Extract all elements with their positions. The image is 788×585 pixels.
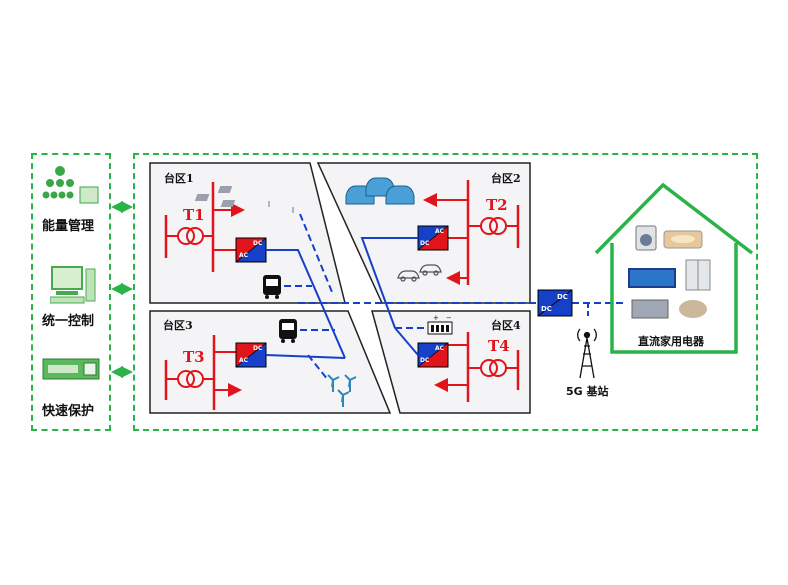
5g-tower-icon [577,328,597,379]
computer-icon [49,265,96,305]
converter-3 [235,342,267,368]
zone-1-label: 台区1 [164,172,194,185]
transformer-t3-label: T3 [183,348,205,366]
control-panel-frame [31,153,111,431]
converter-1 [235,237,267,263]
svg-text:−: − [446,314,452,322]
hub-dc-top: DC [557,293,568,301]
system-frame [133,153,758,431]
zone-4-label: 台区4 [491,319,521,332]
zone-3-label: 台区3 [163,319,193,332]
zone-2-label: 台区2 [491,172,521,185]
zone-3-panel [149,310,392,414]
converter-3-dc: DC [253,345,263,352]
converter-1-ac: AC [239,252,249,259]
converter-2-dc: DC [420,240,430,247]
transformer-t1-label: T1 [183,206,205,224]
house-icon [594,182,754,354]
converter-4-dc: DC [420,357,430,364]
cars-icon [345,177,415,205]
control-label-energy: 能量管理 [42,219,95,234]
converter-4-ac: AC [435,345,445,352]
house-label: 直流家用电器 [638,335,704,348]
bus-icon-zone-3 [279,319,297,343]
converter-1-dc: DC [253,240,263,247]
hierarchy-icon [40,165,102,207]
battery-icon: + − [427,314,453,335]
solar-panel-icon [194,186,294,213]
transformer-t4-label: T4 [488,337,510,355]
charging-cars-icon [397,264,442,282]
protection-device-icon [42,357,102,381]
hub-dc-bottom: DC [541,305,552,313]
base-station-label: 5G 基站 [566,385,609,398]
svg-text:+: + [433,314,439,322]
control-label-unified: 统一控制 [42,314,95,329]
control-label-protection: 快速保护 [42,404,95,419]
converter-2-ac: AC [435,228,445,235]
zone-4-panel [371,310,531,414]
bus-icon-zone-1 [263,275,281,299]
converter-2 [417,225,449,251]
converter-3-ac: AC [239,357,249,364]
dc-dc-hub [537,289,573,317]
appliances-icon [628,225,711,319]
wind-turbine-icon [327,374,357,407]
transformer-t2-label: T2 [486,196,508,214]
